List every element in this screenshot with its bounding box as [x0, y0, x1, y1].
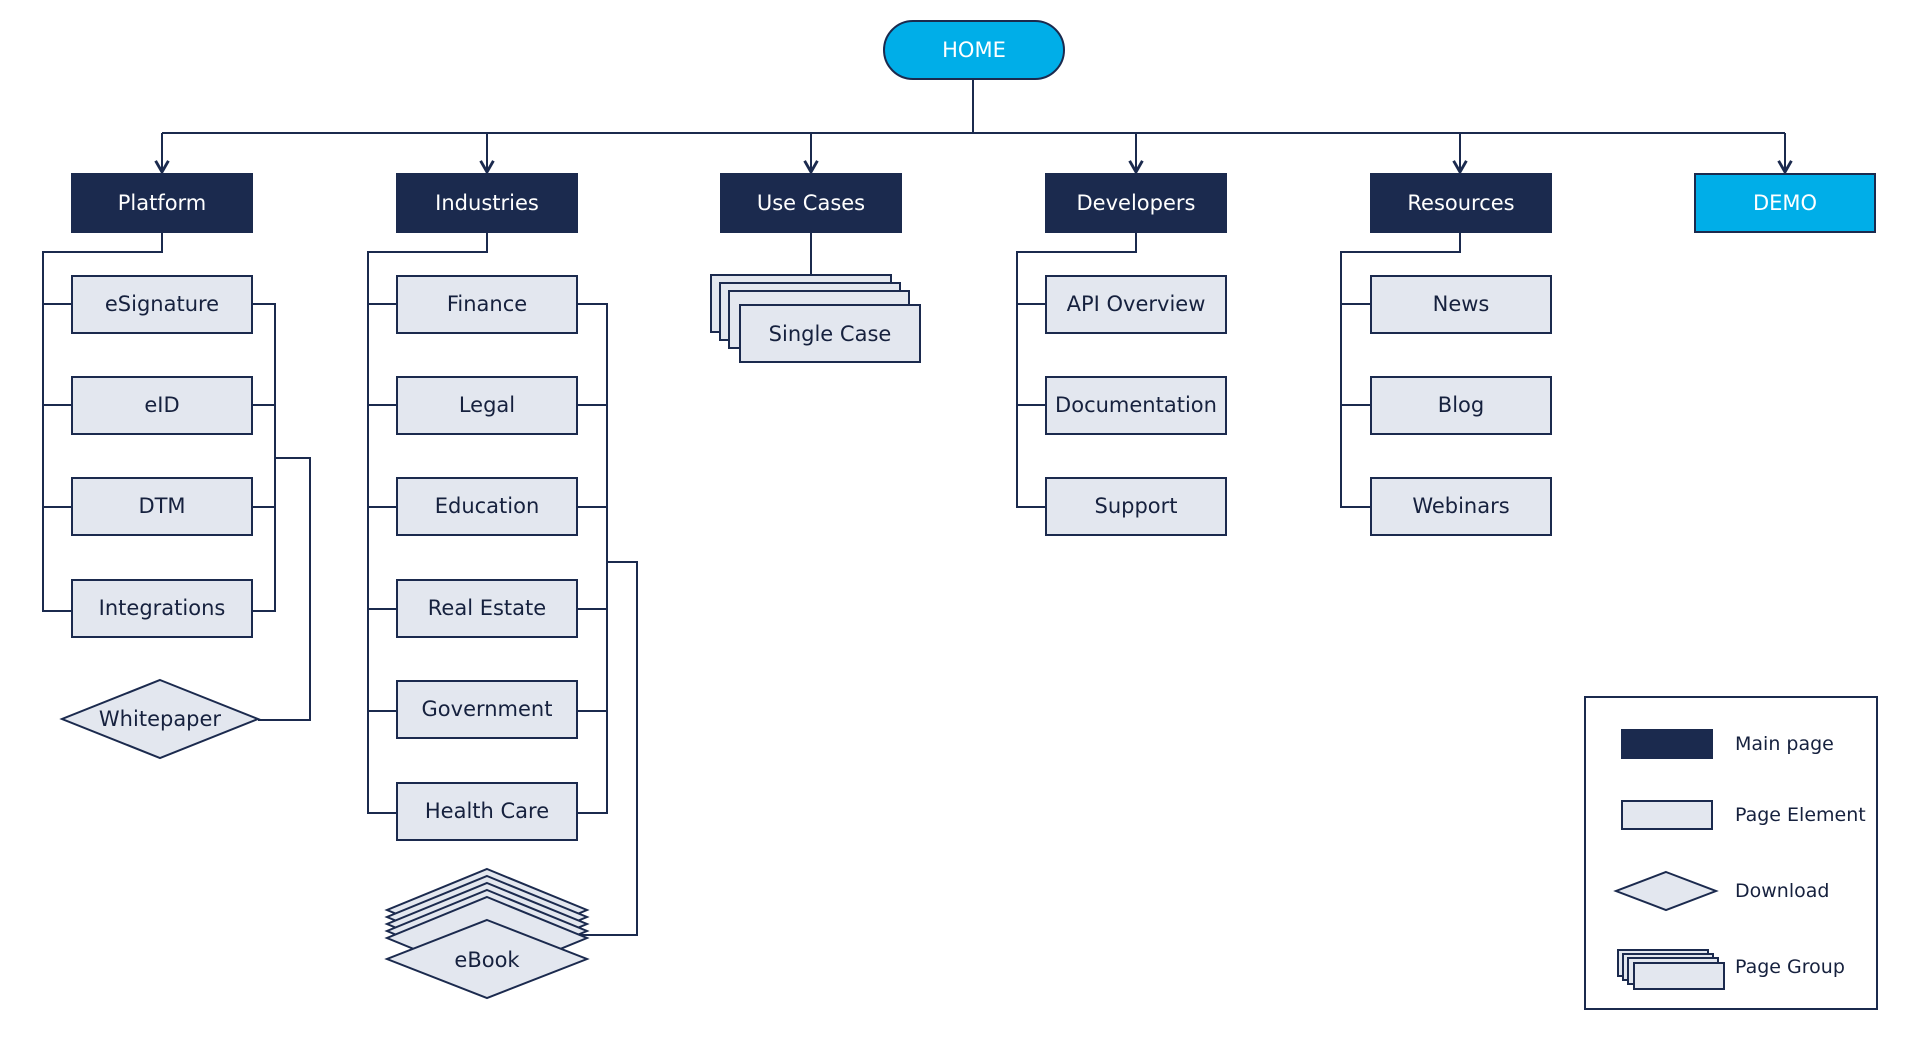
developers-label: Developers — [1077, 191, 1196, 215]
legend: Main page Page Element Download Page Gro… — [1584, 696, 1878, 1010]
news-label: News — [1433, 292, 1490, 316]
main-page-platform[interactable]: Platform — [71, 173, 253, 233]
connector-industries-left — [367, 232, 488, 814]
page-element-education[interactable]: Education — [396, 477, 578, 536]
health-care-label: Health Care — [425, 799, 549, 823]
real-estate-label: Real Estate — [428, 596, 546, 620]
connectors — [42, 79, 1793, 936]
connector-platform-left — [42, 232, 163, 612]
industries-label: Industries — [435, 191, 539, 215]
webinars-label: Webinars — [1412, 494, 1509, 518]
page-element-finance[interactable]: Finance — [396, 275, 578, 334]
documentation-label: Documentation — [1055, 393, 1217, 417]
education-label: Education — [435, 494, 540, 518]
connector-platform-whitepaper — [258, 457, 311, 721]
legend-download-swatch — [1613, 870, 1719, 912]
government-label: Government — [422, 697, 553, 721]
main-page-use-cases[interactable]: Use Cases — [720, 173, 902, 233]
resources-label: Resources — [1407, 191, 1514, 215]
legal-label: Legal — [459, 393, 515, 417]
page-element-support[interactable]: Support — [1045, 477, 1227, 536]
legend-main-page-swatch — [1621, 729, 1713, 759]
legend-download-label: Download — [1735, 880, 1829, 902]
integrations-label: Integrations — [99, 596, 226, 620]
connector-industries-right — [577, 303, 608, 814]
finance-label: Finance — [447, 292, 527, 316]
support-label: Support — [1094, 494, 1177, 518]
page-element-documentation[interactable]: Documentation — [1045, 376, 1227, 435]
page-element-eid[interactable]: eID — [71, 376, 253, 435]
legend-page-group-label: Page Group — [1735, 956, 1845, 978]
page-group-single-case[interactable]: Single Case — [710, 274, 921, 363]
whitepaper-label: Whitepaper — [99, 707, 222, 731]
home-label: HOME — [942, 38, 1006, 62]
platform-label: Platform — [118, 191, 207, 215]
use-cases-label: Use Cases — [757, 191, 865, 215]
page-element-legal[interactable]: Legal — [396, 376, 578, 435]
download-whitepaper[interactable]: Whitepaper — [59, 678, 261, 760]
home-node[interactable]: HOME — [883, 20, 1065, 80]
connector-resources-left — [1340, 232, 1461, 508]
page-element-news[interactable]: News — [1370, 275, 1552, 334]
page-element-real-estate[interactable]: Real Estate — [396, 579, 578, 638]
page-element-government[interactable]: Government — [396, 680, 578, 739]
page-element-dtm[interactable]: DTM — [71, 477, 253, 536]
connector-developers-left — [1016, 232, 1137, 508]
single-case-label: Single Case — [769, 322, 892, 346]
legend-page-element-swatch — [1621, 800, 1713, 830]
page-element-api-overview[interactable]: API Overview — [1045, 275, 1227, 334]
page-element-esignature[interactable]: eSignature — [71, 275, 253, 334]
legend-page-element-label: Page Element — [1735, 804, 1866, 826]
legend-main-page-label: Main page — [1735, 733, 1834, 755]
page-element-webinars[interactable]: Webinars — [1370, 477, 1552, 536]
legend-page-group-swatch — [1617, 949, 1725, 990]
page-element-health-care[interactable]: Health Care — [396, 782, 578, 841]
main-page-demo[interactable]: DEMO — [1694, 173, 1876, 233]
page-element-blog[interactable]: Blog — [1370, 376, 1552, 435]
download-ebook[interactable]: eBook — [384, 867, 590, 1000]
eid-label: eID — [144, 393, 179, 417]
ebook-label: eBook — [454, 948, 520, 972]
esignature-label: eSignature — [105, 292, 219, 316]
main-page-developers[interactable]: Developers — [1045, 173, 1227, 233]
connector-platform-right — [252, 303, 276, 612]
connector-industries-ebook — [580, 561, 638, 936]
main-page-resources[interactable]: Resources — [1370, 173, 1552, 233]
demo-label: DEMO — [1753, 191, 1817, 215]
dtm-label: DTM — [138, 494, 185, 518]
api-overview-label: API Overview — [1067, 292, 1206, 316]
page-element-integrations[interactable]: Integrations — [71, 579, 253, 638]
main-page-industries[interactable]: Industries — [396, 173, 578, 233]
blog-label: Blog — [1438, 393, 1484, 417]
